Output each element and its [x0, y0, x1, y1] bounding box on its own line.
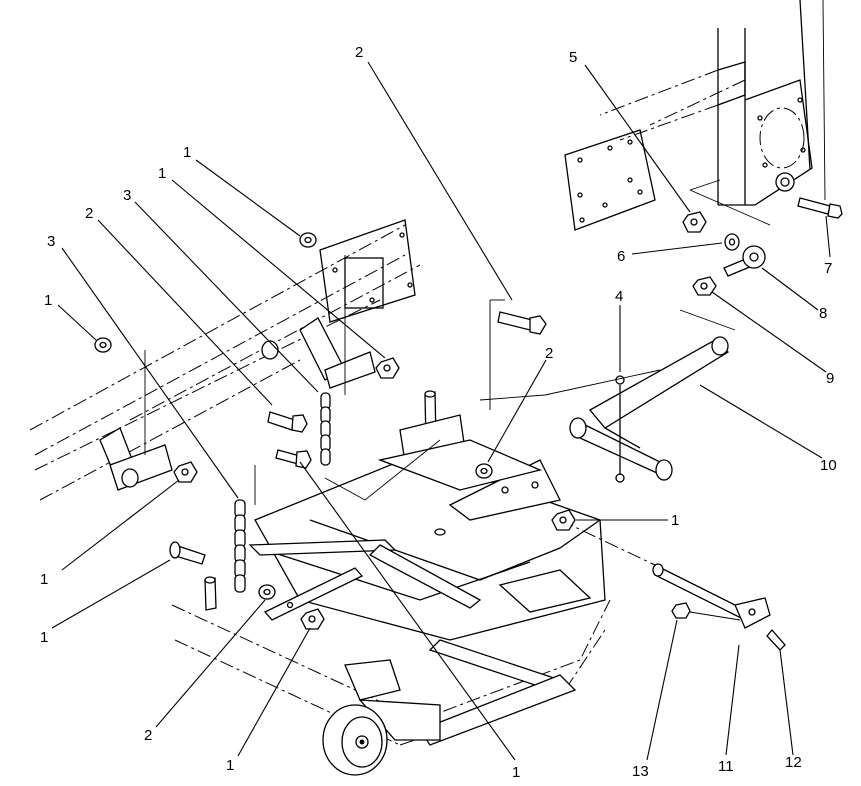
- nut-1-left: [94, 337, 112, 353]
- hardware-upper-right: [682, 197, 843, 296]
- callout-8: 8: [819, 305, 827, 322]
- callout-1-d: 1: [40, 571, 48, 588]
- callout-2-c: 1: [512, 764, 520, 781]
- nut-1-top: [299, 232, 317, 248]
- callout-4: 4: [615, 288, 623, 305]
- callout-1-e: 2: [144, 727, 152, 744]
- washer-1-lower: [258, 584, 276, 600]
- callout-2-b: 1: [40, 629, 48, 646]
- chain-lower: [234, 499, 246, 593]
- callout-11: 11: [718, 758, 734, 775]
- callout-1-g: 2: [545, 345, 553, 362]
- tractor-frame: [564, 0, 826, 231]
- callouts: 2 1 1 3 2 3 1 1 1 2 1 1 2 1 4 5 6 7 8 9 …: [40, 44, 837, 781]
- callout-7: 7: [824, 260, 832, 277]
- callout-1-a: 1: [183, 144, 191, 161]
- lift-rod: [479, 309, 736, 483]
- deck-support-frame: [29, 219, 505, 505]
- callout-12: 12: [785, 754, 802, 771]
- nut-1-lower: [300, 608, 325, 630]
- callout-10: 10: [820, 457, 837, 474]
- callout-1-h: 1: [671, 512, 679, 529]
- callout-3-b: 3: [47, 233, 55, 250]
- nut-1-right: [551, 509, 576, 531]
- callout-2-top: 2: [355, 44, 363, 61]
- callout-13: 13: [632, 763, 649, 780]
- callout-1-c: 1: [44, 292, 52, 309]
- callout-1-f: 1: [226, 757, 234, 774]
- callout-3-a: 3: [123, 187, 131, 204]
- pivot-arm: [559, 519, 786, 651]
- callout-9: 9: [826, 370, 834, 387]
- nut-1-left-lower: [173, 461, 198, 483]
- callout-1-b: 1: [158, 165, 166, 182]
- callout-2-a: 2: [85, 205, 93, 222]
- callout-5: 5: [569, 49, 577, 66]
- callout-6: 6: [617, 248, 625, 265]
- nut-1-pivot: [375, 357, 400, 379]
- chain-upper: [320, 392, 331, 466]
- chains-and-fasteners: [94, 232, 576, 630]
- leader-lines: [51, 61, 831, 761]
- washer-1-center: [475, 463, 493, 479]
